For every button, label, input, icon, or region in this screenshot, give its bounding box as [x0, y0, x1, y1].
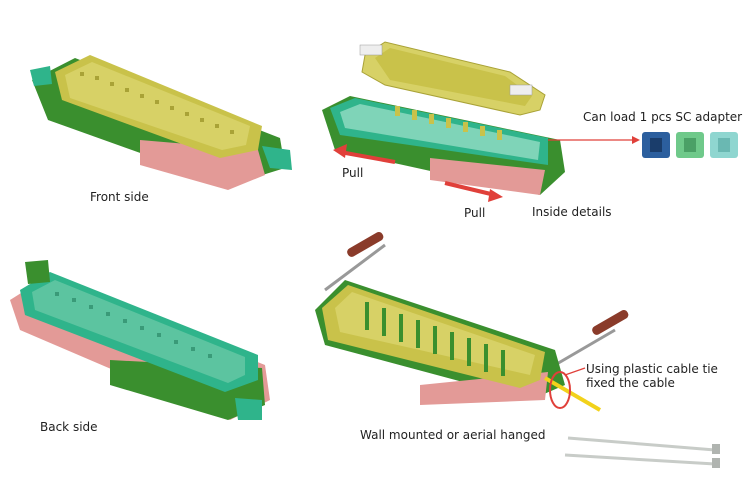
- adapter-pointer-arrow: [548, 136, 640, 144]
- back-side-label: Back side: [40, 420, 98, 434]
- adapter-caption: Can load 1 pcs SC adapter: [583, 110, 743, 124]
- inside-details-label: Inside details: [532, 205, 612, 219]
- pull-arrow-left: [333, 144, 396, 164]
- pull-arrow-bottom: [444, 181, 503, 202]
- closure-front-illustration: [30, 55, 292, 190]
- pull-bottom-label: Pull: [464, 206, 486, 220]
- cable-tie-caption: Using plastic cable tie fixed the cable: [586, 362, 718, 390]
- wall-mounted-label: Wall mounted or aerial hanged: [360, 428, 546, 442]
- sc-adapter-icons: [642, 132, 738, 158]
- front-side-label: Front side: [90, 190, 149, 204]
- cable-tie-illustration: [564, 436, 720, 468]
- closure-back-illustration: [10, 260, 270, 420]
- closure-mounted-illustration: [315, 232, 629, 412]
- pull-left-label: Pull: [342, 166, 364, 180]
- closure-open-illustration: [322, 41, 565, 195]
